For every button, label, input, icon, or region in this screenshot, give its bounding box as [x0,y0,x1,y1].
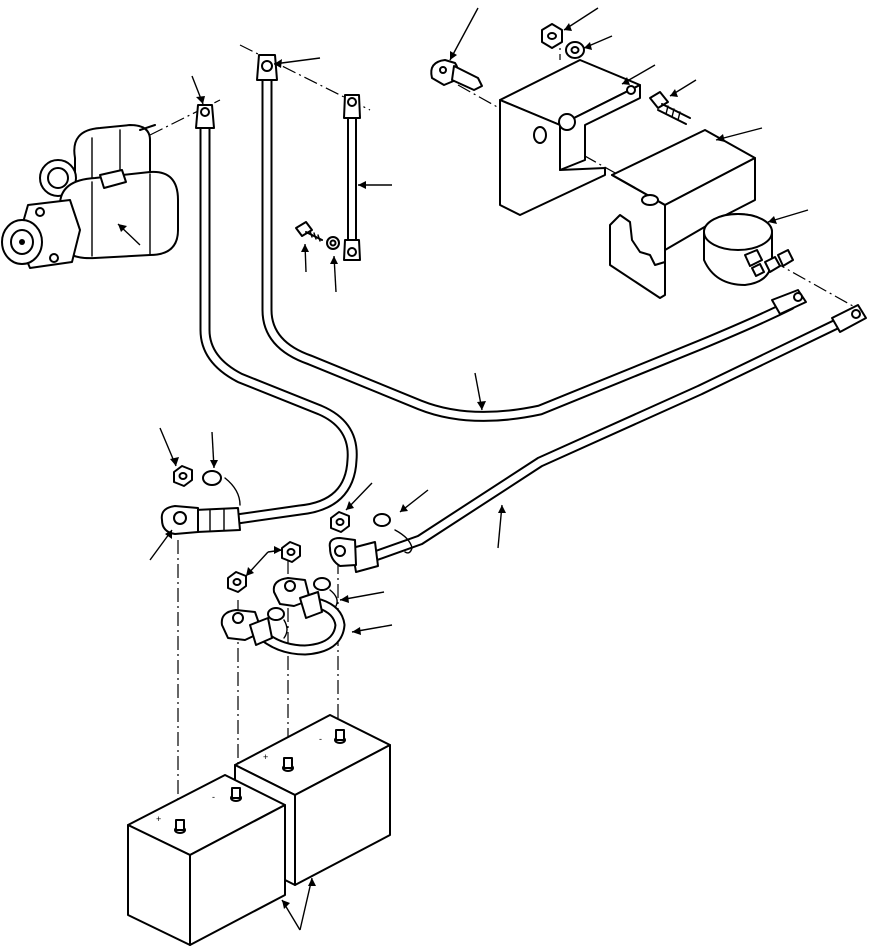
flat-washer [565,41,585,59]
terminal-markings: + - + - [156,734,322,824]
bolt [649,91,691,125]
nut [541,23,563,49]
callout-arrowheads [118,23,777,909]
terminal-nut [281,541,301,563]
key [430,59,483,91]
starter-motor [1,124,179,269]
battery [127,774,286,946]
battery-cable-negative [160,470,241,535]
lock-washer [326,236,340,250]
terminal-nut [227,571,247,593]
positive-marking: + [263,752,268,762]
ground-strap [343,94,361,261]
switch-cover [609,129,756,299]
terminal-nut [173,465,193,487]
starter-cable [195,104,358,526]
negative-marking: - [212,792,215,802]
terminal-nut [330,511,350,533]
positive-marking: + [156,814,161,824]
jumper-cable [220,577,346,656]
mounting-bracket [499,59,641,216]
mounting-screw [295,221,323,242]
battery-disconnect-switch [703,213,794,286]
ground-cable [256,54,807,422]
battery-cable-positive [328,304,867,573]
negative-marking: - [319,734,322,744]
